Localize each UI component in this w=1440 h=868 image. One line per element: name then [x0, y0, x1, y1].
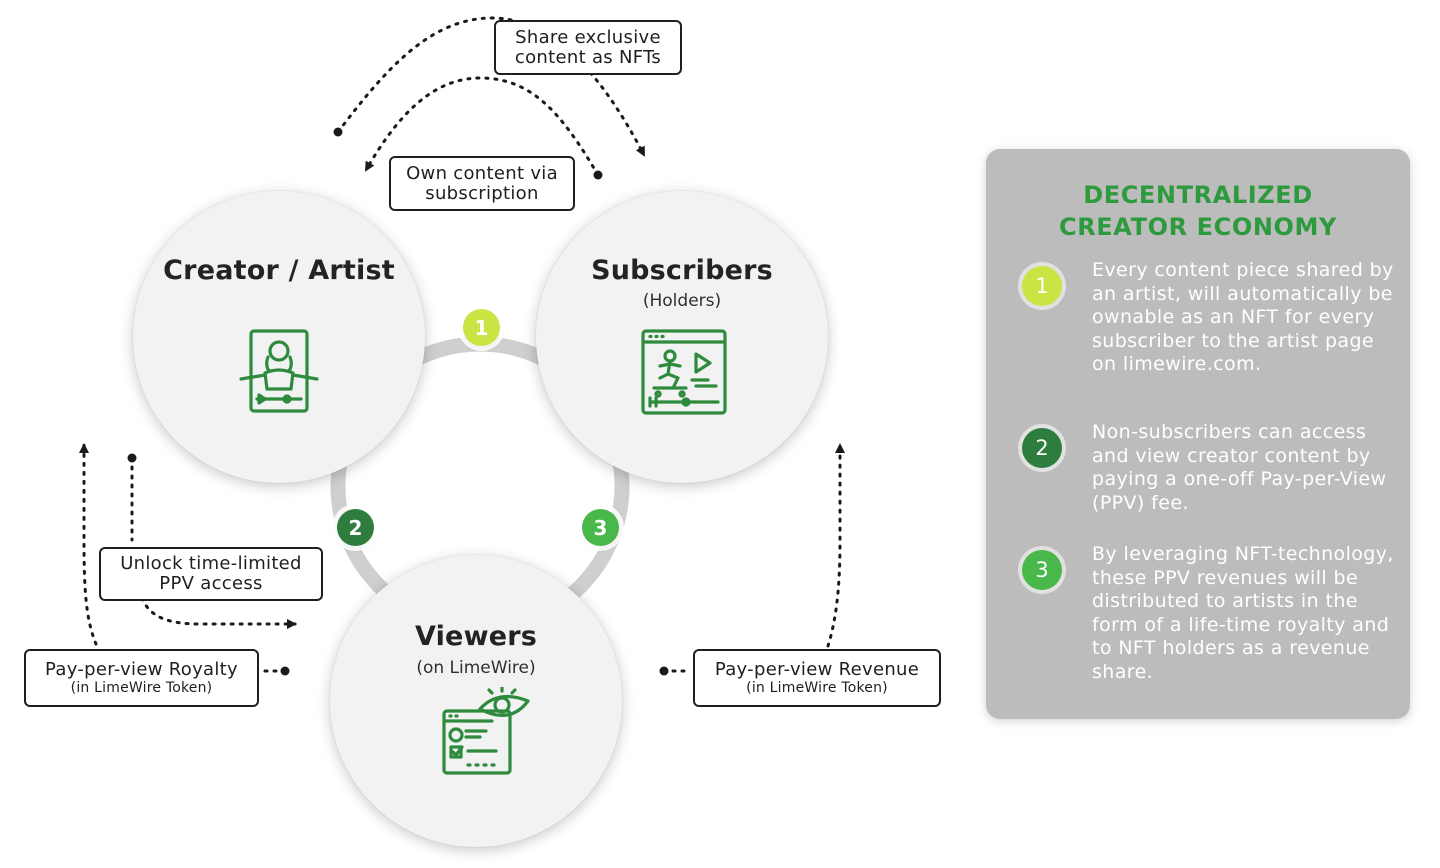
viewer-eye-browser-icon [442, 687, 530, 775]
subscribers-subtitle: (Holders) [642, 291, 722, 311]
share-nfts-label: Share exclusive content as NFTs [494, 20, 682, 75]
revenue-label: Pay-per-view Revenue (in LimeWire Token) [693, 649, 941, 707]
unlock-ppv-start-dot [127, 453, 137, 463]
revenue-text: Pay-per-view Revenue [714, 658, 920, 680]
panel-number-2: 2 [1022, 428, 1062, 468]
badge-3: 3 [582, 509, 619, 546]
panel-text-2: Non-subscribers can access and view crea… [1092, 421, 1387, 514]
own-subscription-text: Own content via subscription [406, 162, 558, 204]
revenue-start-dot [659, 666, 669, 676]
share-nfts-text: Share exclusive content as NFTs [514, 26, 662, 68]
unlock-ppv-text: Unlock time-limited PPV access [120, 553, 302, 594]
own-subscription-start-dot [593, 170, 603, 180]
viewers-title: Viewers [414, 621, 538, 652]
share-nfts-start-dot [333, 127, 343, 137]
panel-title-text: DECENTRALIZED CREATOR ECONOMY [1059, 181, 1337, 241]
royalty-start-dot [280, 666, 290, 676]
royalty-text: Pay-per-view Royalty [45, 658, 238, 680]
creator-node: Creator / Artist [133, 191, 425, 483]
info-panel: DECENTRALIZED CREATOR ECONOMY 1 Every co… [986, 149, 1410, 719]
panel-number-3: 3 [1022, 550, 1062, 590]
share-nfts-arrow [336, 16, 646, 157]
unlock-ppv-label: Unlock time-limited PPV access [99, 547, 323, 601]
royalty-subtext: (in LimeWire Token) [70, 679, 213, 696]
panel-number-1: 1 [1022, 266, 1062, 306]
viewers-node: Viewers (on LimeWire) [330, 555, 622, 847]
subscribers-title: Subscribers [591, 255, 773, 286]
revenue-subtext: (in LimeWire Token) [746, 679, 888, 696]
royalty-label: Pay-per-view Royalty (in LimeWire Token) [24, 649, 259, 707]
panel-title: DECENTRALIZED CREATOR ECONOMY [986, 179, 1410, 243]
badge-1: 1 [463, 309, 500, 346]
subscriber-video-player-icon [641, 329, 727, 415]
creator-title: Creator / Artist [163, 255, 395, 286]
own-subscription-label: Own content via subscription [389, 156, 575, 211]
badge-2: 2 [337, 509, 374, 546]
viewers-subtitle: (on LimeWire) [416, 658, 536, 678]
subscribers-node: Subscribers (Holders) [536, 191, 828, 483]
own-subscription-arrow [364, 76, 600, 177]
panel-text-1: Every content piece shared by an artist,… [1092, 259, 1394, 375]
revenue-arrow [662, 445, 840, 673]
panel-text-3: By leveraging NFT-technology, these PPV … [1092, 543, 1394, 683]
creator-video-icon [239, 329, 319, 413]
